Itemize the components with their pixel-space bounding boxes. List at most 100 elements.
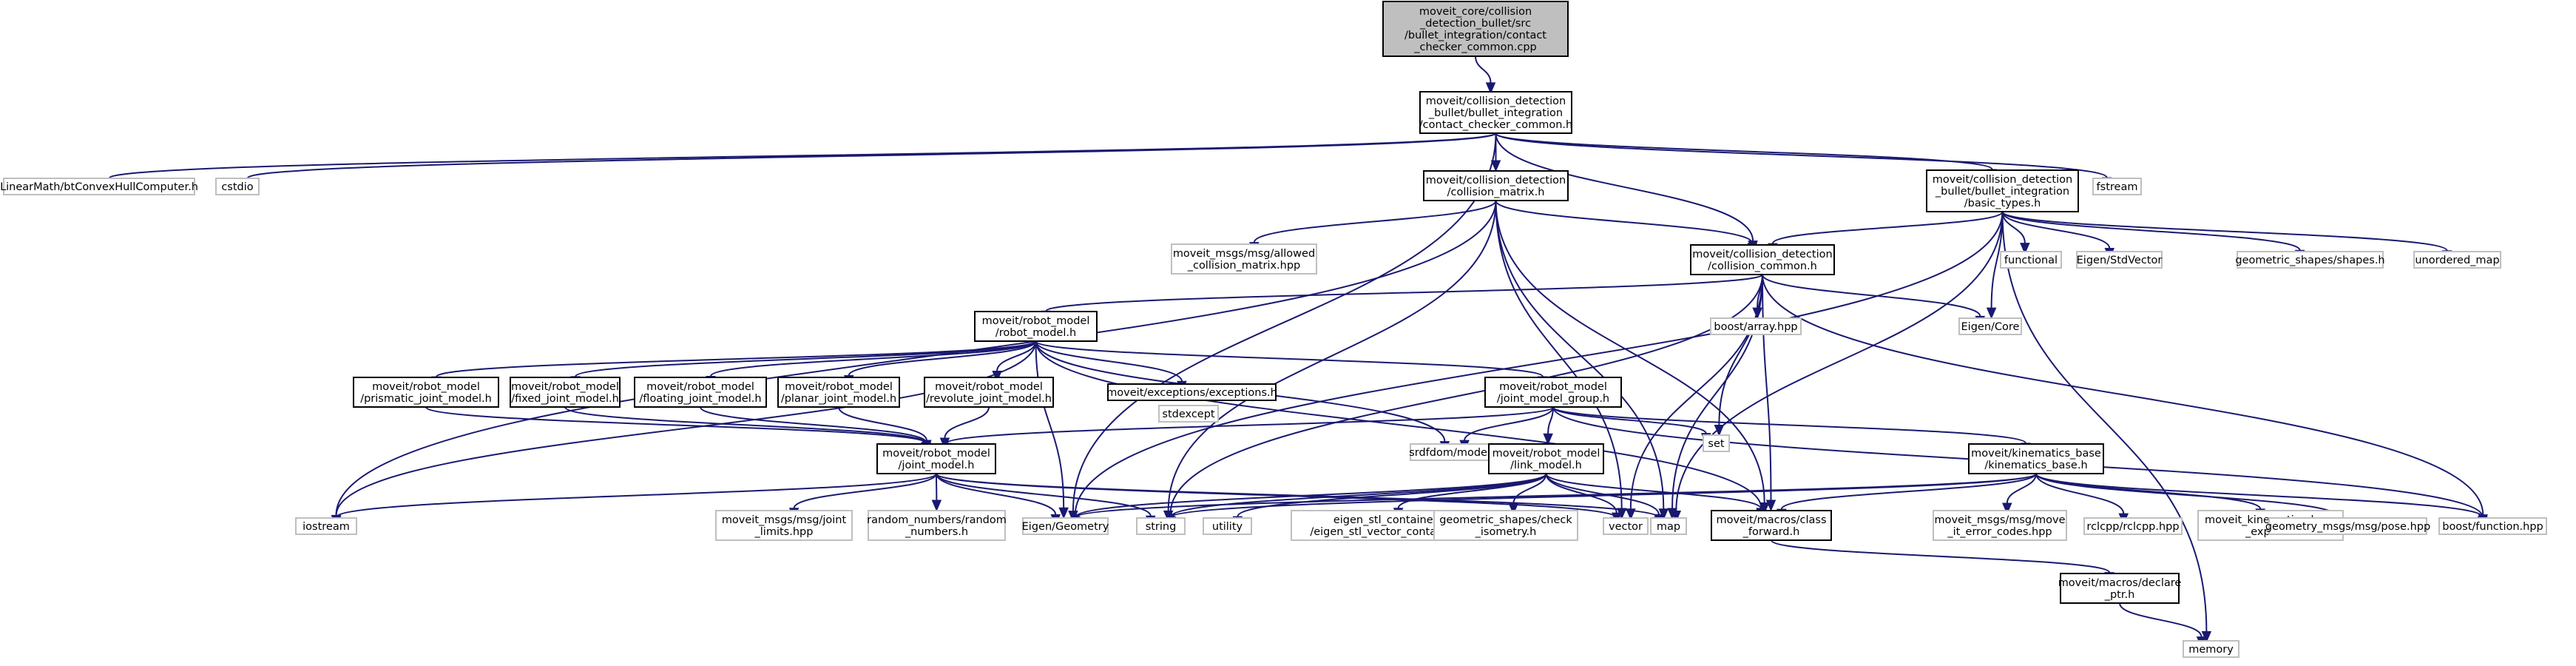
edge-line xyxy=(1495,132,1754,241)
node-label-line: srdfdom/model.h xyxy=(1409,447,1501,459)
node-label-line: moveit/robot_model xyxy=(1499,381,1607,393)
edge-arrowhead xyxy=(1658,508,1669,520)
node-link-model-h[interactable]: moveit/robot_model/link_model.h xyxy=(1488,443,1604,474)
node-contact-checker-common-h[interactable]: moveit/collision_detection_bullet/bullet… xyxy=(1419,91,1572,134)
edge-line xyxy=(1671,274,1763,508)
node-label-line: _ptr.h xyxy=(2104,589,2135,601)
node-label-line: eigen_stl_containers xyxy=(1333,514,1443,526)
edge-line xyxy=(1170,473,1547,517)
node-joint-limits: moveit_msgs/msg/joint_limits.hpp xyxy=(715,510,853,541)
node-eigen-geometry: Eigen/Geometry xyxy=(1022,517,1109,535)
edge-line xyxy=(1771,211,2004,245)
node-label-line: map xyxy=(1657,521,1680,533)
node-random-numbers: random_numbers/random_numbers.h xyxy=(867,510,1007,541)
node-planar[interactable]: moveit/robot_model/planar_joint_model.h xyxy=(777,377,900,408)
edge-arrowhead xyxy=(1058,507,1069,519)
node-label-line: _forward.h xyxy=(1742,526,1800,538)
edge-line xyxy=(2001,211,2301,251)
node-collision-common-h[interactable]: moveit/collision_detection/collision_com… xyxy=(1690,244,1835,275)
node-exceptions-h[interactable]: moveit/exceptions/exceptions.h xyxy=(1106,383,1277,401)
edge-line xyxy=(1170,473,2037,519)
node-label-line: moveit/exceptions/exceptions.h xyxy=(1106,387,1277,399)
node-kinematics-base-h[interactable]: moveit/kinematics_base/kinematics_base.h xyxy=(1968,443,2104,474)
node-box xyxy=(353,377,499,408)
edge-line xyxy=(1495,132,1993,170)
node-label-line: /kinematics_base.h xyxy=(1984,460,2087,471)
edge-collision-common-h-to-class-forward-h xyxy=(1762,274,1777,512)
node-box xyxy=(1136,517,1186,535)
node-box xyxy=(1710,317,1802,335)
node-prismatic[interactable]: moveit/robot_model/prismatic_joint_model… xyxy=(353,377,499,408)
node-collision-matrix-h[interactable]: moveit/collision_detection/collision_mat… xyxy=(1423,170,1569,201)
node-functional: functional xyxy=(2000,251,2062,269)
node-box xyxy=(1958,317,2022,335)
node-label-line: moveit/collision_detection xyxy=(1692,249,1832,260)
node-memory: memory xyxy=(2183,640,2239,658)
node-box xyxy=(2083,517,2183,535)
node-label-line: _checker_common.cpp xyxy=(1413,41,1536,53)
node-boost-array: boost/array.hpp xyxy=(1710,317,1802,335)
edge-robot-model-h-to-eigen-geometry xyxy=(1035,340,1069,519)
node-label-line: /collision_matrix.h xyxy=(1447,186,1545,198)
node-label-line: moveit_msgs/msg/joint xyxy=(722,514,847,526)
edge-line xyxy=(1397,473,1547,509)
node-box xyxy=(868,510,1006,541)
node-cstdio: cstdio xyxy=(215,178,260,195)
node-srdfdom-model: srdfdom/model.h xyxy=(1409,443,1501,461)
node-box xyxy=(3,178,195,195)
edge-line xyxy=(1035,340,1065,508)
node-root[interactable]: moveit_core/collision_detection_bullet/s… xyxy=(1382,1,1569,57)
node-joint-model-h[interactable]: moveit/robot_model/joint_model.h xyxy=(876,443,996,474)
edges-layer xyxy=(104,56,2488,648)
node-label-line: set xyxy=(1708,438,1724,450)
node-box xyxy=(1022,517,1109,535)
node-floating[interactable]: moveit/robot_model/floating_joint_model.… xyxy=(634,377,767,408)
node-label-line: /eigen_stl_vector_container.h xyxy=(1310,526,1466,538)
node-joint-model-group-h[interactable]: moveit/robot_model/joint_model_group.h xyxy=(1484,377,1622,408)
edge-line xyxy=(945,406,1554,445)
edge-line xyxy=(435,340,1037,378)
node-basic-types-h[interactable]: moveit/collision_detection_bullet/bullet… xyxy=(1926,169,2079,212)
node-declare-ptr-h[interactable]: moveit/macros/declare_ptr.h xyxy=(2058,573,2182,604)
node-label-line: rclcpp/rclcpp.hpp xyxy=(2086,521,2179,533)
edge-arrowhead xyxy=(931,500,942,512)
edge-joint-model-h-to-random-numbers xyxy=(931,473,942,512)
node-box xyxy=(1382,1,1569,57)
node-robot-model-h[interactable]: moveit/robot_model/robot_model.h xyxy=(974,311,1098,342)
node-label-line: _bullet/bullet_integration xyxy=(1428,107,1563,119)
node-box xyxy=(2268,517,2427,535)
edge-line xyxy=(838,406,927,441)
node-label-line: _isometry.h xyxy=(1475,526,1537,538)
edge-collision-matrix-h-to-iostream xyxy=(331,200,1497,527)
node-box xyxy=(2076,251,2163,269)
edge-line xyxy=(574,340,1037,377)
node-box xyxy=(215,178,260,195)
edge-line xyxy=(1771,539,2111,574)
edge-line xyxy=(335,340,1037,516)
edge-kinematics-base-h-to-move-it-error-codes xyxy=(2002,473,2037,515)
node-label-line: boost/function.hpp xyxy=(2442,521,2543,533)
edge-line xyxy=(1495,200,1765,503)
edge-line xyxy=(1072,132,1497,511)
edge-line xyxy=(1495,200,1665,509)
node-label-line: moveit/robot_model xyxy=(982,315,1090,327)
edge-line xyxy=(1253,200,1497,243)
edge-line xyxy=(1762,274,2484,515)
node-class-forward-h[interactable]: moveit/macros/class_forward.h xyxy=(1711,510,1832,541)
node-label-line: string xyxy=(1146,521,1177,533)
edge-collision-common-h-to-set xyxy=(1714,274,1763,437)
edge-contact-checker-common-h-to-basic-types-h xyxy=(1495,132,1998,181)
edge-line xyxy=(1545,473,1762,510)
node-box xyxy=(634,377,767,408)
edge-line xyxy=(709,340,1037,377)
node-label-line: /fixed_joint_model.h xyxy=(511,393,619,405)
node-pose-hpp: geometry_msgs/msg/pose.hpp xyxy=(2265,517,2430,535)
edge-line xyxy=(425,406,927,444)
edge-line xyxy=(2035,473,2484,518)
node-revolute[interactable]: moveit/robot_model/revolute_joint_model.… xyxy=(924,377,1054,408)
node-fixed[interactable]: moveit/robot_model/fixed_joint_model.h xyxy=(510,377,621,408)
edge-line xyxy=(1035,340,1183,382)
edge-arrowhead xyxy=(1765,500,1777,512)
node-label-line: moveit/macros/class xyxy=(1716,514,1826,526)
node-label-line: _bullet/bullet_integration xyxy=(1935,186,2069,198)
